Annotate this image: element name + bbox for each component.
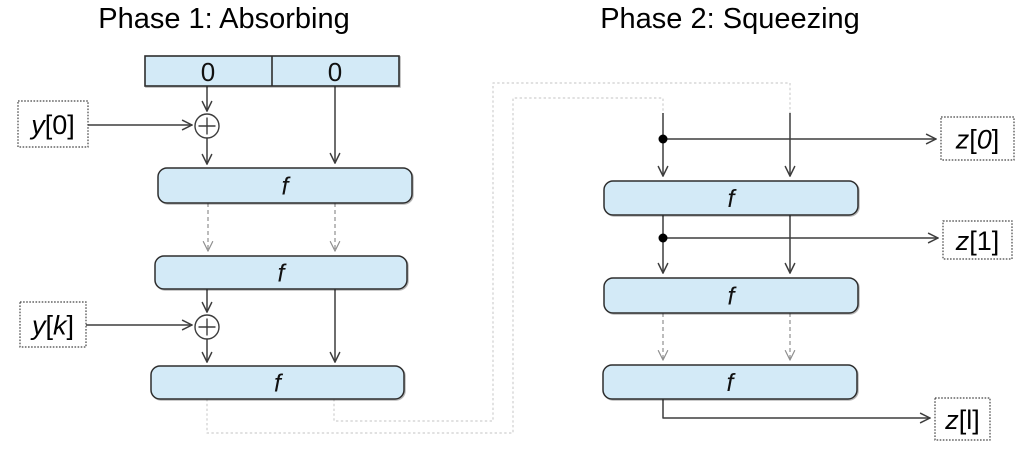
f-box-squeeze-2-label: f: [728, 283, 738, 311]
edge-xor2-to-absorb-f3: [201, 339, 213, 363]
edge-feedback-left: [206, 97, 664, 434]
phase2-title: Phase 2: Squeezing: [600, 3, 860, 35]
state-cell-label-1: 0: [328, 57, 342, 87]
io-box-z0: z[0]: [940, 116, 1015, 161]
edge-absorb-f1-to-f2-left: [202, 203, 214, 252]
edge-squeeze-f1-to-f2-right: [784, 215, 796, 274]
edge-yk-to-xor2: [86, 319, 193, 331]
f-box-squeeze-2: f: [603, 277, 859, 314]
edge-squeeze-f2-to-f3-left: [657, 313, 669, 361]
io-box-yk: y[k]: [19, 301, 87, 348]
junction-dot-z0: [658, 134, 668, 144]
edge-squeeze-f2-to-f3-right: [784, 313, 796, 361]
f-box-squeeze-3: f: [602, 364, 858, 400]
f-box-absorb-1: f: [157, 167, 413, 204]
edge-state-left-to-xor1: [201, 86, 213, 112]
edge-xor1-to-absorb-f1: [201, 138, 213, 165]
edge-squeeze-input-left: [657, 113, 669, 177]
edge-absorb-f1-to-f2-right: [329, 203, 341, 252]
f-box-squeeze-3-label: f: [727, 369, 737, 397]
junction-dot-z1: [658, 233, 668, 243]
edge-absorb-f2-to-f3-right: [329, 289, 341, 363]
edge-squeeze-f1-to-f2-left: [657, 215, 669, 274]
edge-branch-to-z1: [663, 232, 939, 244]
phase1-title: Phase 1: Absorbing: [98, 3, 350, 35]
edge-state-right-to-absorb-f1: [329, 86, 341, 164]
f-box-squeeze-1-label: f: [728, 185, 738, 213]
f-box-absorb-3-label: f: [274, 370, 284, 398]
io-box-zl: z[l]: [934, 397, 991, 441]
f-box-squeeze-1: f: [603, 180, 859, 216]
io-box-z1: z[1]: [942, 220, 1013, 260]
f-box-absorb-1-label: f: [282, 173, 292, 201]
edge-absorb-f2-to-xor2: [201, 289, 213, 313]
io-box-yk-label: y[k]: [30, 311, 74, 341]
io-box-y0-label: y[0]: [29, 110, 75, 140]
xor-icon-1: [194, 113, 220, 139]
io-box-z0-label: z[0]: [955, 125, 1000, 155]
xor-icon-2: [194, 314, 220, 340]
edge-squeeze-f3-to-zl: [662, 399, 931, 424]
io-box-y0: y[0]: [17, 100, 89, 148]
f-box-absorb-2: f: [154, 255, 408, 290]
io-box-zl-label: z[l]: [944, 405, 980, 435]
edge-y0-to-xor1: [88, 119, 193, 131]
edge-squeeze-input-right: [784, 113, 796, 177]
edge-feedback-right: [333, 82, 791, 422]
f-box-absorb-3: f: [150, 365, 405, 400]
edge-branch-to-z0: [663, 133, 937, 145]
io-box-z1-label: z[1]: [955, 226, 1000, 256]
state-cell-label-0: 0: [201, 57, 215, 87]
f-box-absorb-2-label: f: [278, 260, 288, 288]
